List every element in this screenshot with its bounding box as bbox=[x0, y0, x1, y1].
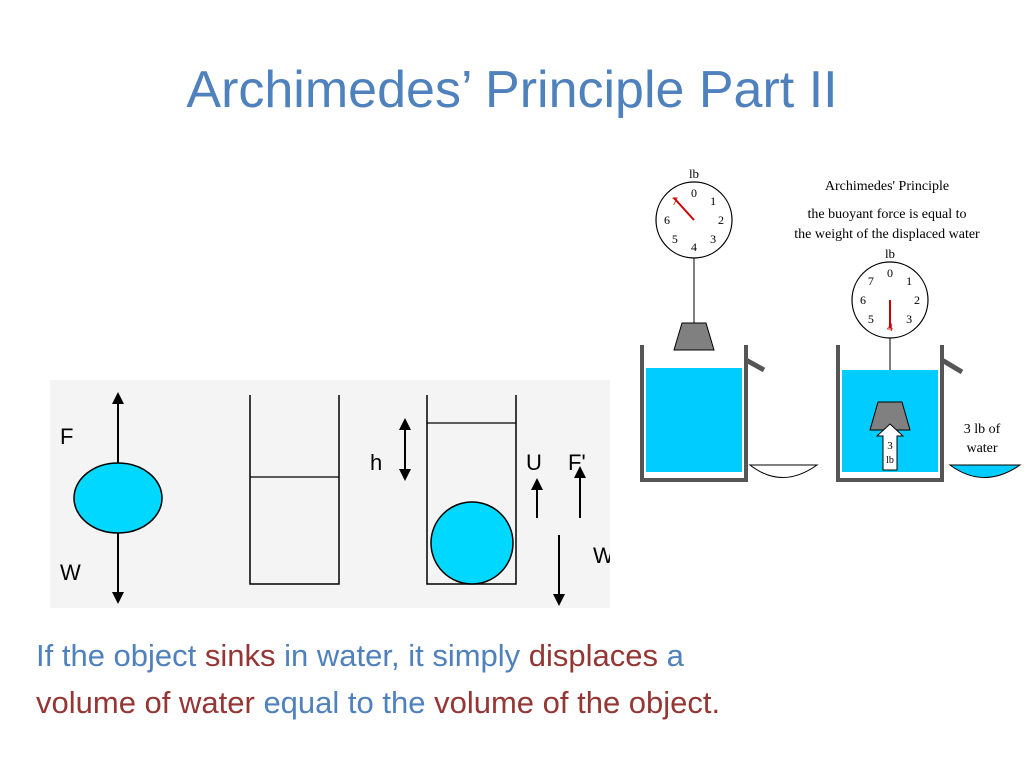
force-diagram: F W h U F' W bbox=[50, 380, 610, 608]
bowl-left-empty bbox=[748, 464, 819, 478]
caption: If the object sinks in water, it simply … bbox=[36, 632, 996, 726]
dial-number: 5 bbox=[672, 232, 678, 246]
label-h: h bbox=[370, 450, 382, 475]
needle-left bbox=[673, 197, 695, 221]
archimedes-scale-figure: Archimedes' Principle the buoyant force … bbox=[612, 160, 1024, 492]
caption-part-3: in water, it simply bbox=[275, 638, 529, 673]
spill-line2: water bbox=[966, 441, 997, 456]
caption-volume-of-object: volume of the object bbox=[434, 685, 712, 720]
unit-label-left: lb bbox=[689, 166, 699, 181]
water-left bbox=[646, 368, 742, 472]
slide-title: Archimedes’ Principle Part II bbox=[186, 61, 838, 119]
dial-number: 2 bbox=[718, 213, 724, 227]
dial-number: 3 bbox=[710, 232, 716, 246]
dial-number: 0 bbox=[691, 186, 697, 200]
label-f-prime: F' bbox=[568, 450, 586, 475]
figure-heading: Archimedes' Principle bbox=[825, 179, 949, 194]
dial-number: 1 bbox=[906, 274, 912, 288]
dial-number: 0 bbox=[887, 266, 893, 280]
floating-object-ellipse bbox=[73, 462, 163, 534]
container-empty bbox=[249, 395, 340, 585]
buoyant-value: 3 bbox=[887, 440, 893, 452]
spill-line1: 3 lb of bbox=[964, 422, 1001, 437]
dial-number: 7 bbox=[868, 274, 874, 288]
spout-left bbox=[744, 357, 766, 373]
buoyant-unit: lb bbox=[886, 455, 894, 466]
dial-number: 4 bbox=[691, 240, 697, 254]
dial-number: 3 bbox=[906, 312, 912, 326]
dial-number: 1 bbox=[710, 194, 716, 208]
dial-number: 5 bbox=[868, 312, 874, 326]
tank-left bbox=[640, 345, 748, 482]
dial-number: 6 bbox=[860, 293, 866, 307]
bowl-right-filled bbox=[948, 464, 1022, 478]
label-w: W bbox=[60, 560, 81, 585]
caption-part-7: equal to the bbox=[254, 685, 435, 720]
caption-sinks: sinks bbox=[204, 638, 276, 673]
tank-right bbox=[836, 345, 944, 482]
unit-label-right: lb bbox=[885, 246, 895, 261]
caption-volume-of-water: volume of water bbox=[36, 685, 255, 720]
label-f: F bbox=[60, 424, 73, 449]
weight-right bbox=[869, 401, 911, 431]
sunken-ball bbox=[430, 501, 514, 585]
dial-number: 2 bbox=[914, 293, 920, 307]
caption-part-1: If the object bbox=[36, 638, 205, 673]
weight-left bbox=[673, 322, 715, 351]
label-u: U bbox=[526, 450, 542, 475]
dial-number: 6 bbox=[664, 213, 670, 227]
caption-part-5: a bbox=[658, 638, 684, 673]
figure-line2: the weight of the displaced water bbox=[794, 227, 980, 242]
caption-period: . bbox=[711, 685, 721, 720]
caption-displaces: displaces bbox=[528, 638, 659, 673]
label-w2: W bbox=[593, 543, 610, 568]
figure-line1: the buoyant force is equal to bbox=[807, 207, 966, 222]
buoyant-arrow bbox=[875, 423, 905, 471]
spout-right bbox=[940, 357, 964, 375]
dial-number: 7 bbox=[672, 194, 678, 208]
